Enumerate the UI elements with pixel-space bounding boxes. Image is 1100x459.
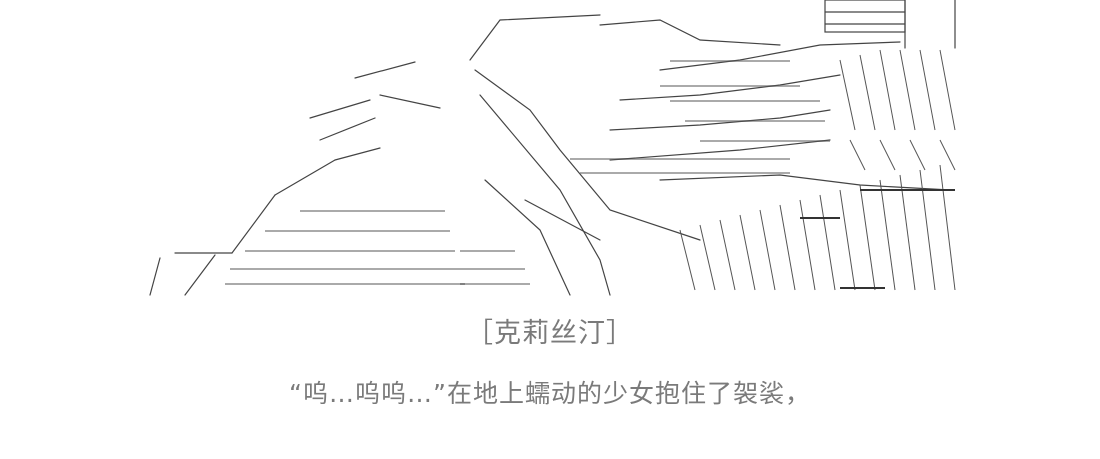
dotted-rows-left	[225, 210, 530, 285]
dash-bars	[800, 189, 955, 289]
dialogue-line: “呜…呜呜…”在地上蠕动的少女抱住了袈裟，	[289, 379, 811, 408]
hatched-cloth	[679, 49, 956, 291]
speaker-name: ［克莉丝汀］	[466, 318, 634, 349]
ascii-art-illustration	[140, 0, 970, 300]
dotted-rows-right	[570, 60, 830, 174]
ascii-art-drawing	[149, 0, 956, 296]
